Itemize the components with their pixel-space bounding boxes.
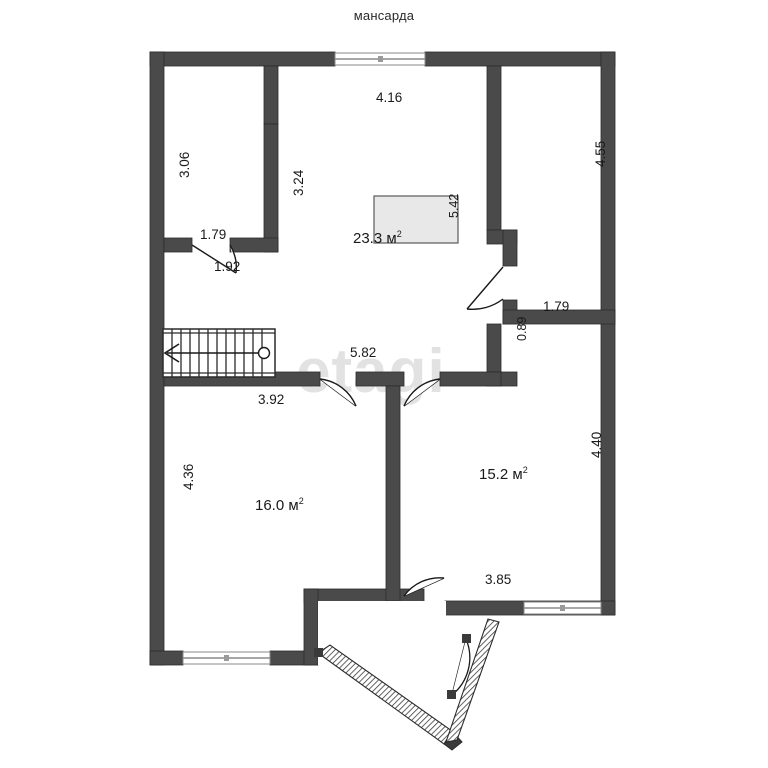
area-exponent: 2 [396, 229, 402, 239]
area-value: 16.0 [255, 497, 285, 514]
dimension-3-85: 3.85 [485, 572, 512, 587]
area-unit: м [288, 497, 299, 514]
page-title: мансарда [353, 8, 415, 23]
dimension-4-55: 4.55 [593, 140, 608, 167]
dimension-right-1-79: 1.79 [543, 299, 570, 314]
dimension-left-1-79: 1.79 [200, 227, 227, 242]
dimension-4-40: 4.40 [589, 431, 604, 458]
area-exponent: 2 [522, 465, 528, 475]
area-unit: м [512, 466, 523, 483]
area-unit: м [386, 230, 397, 247]
dimension-3-24: 3.24 [291, 169, 306, 196]
area-label-lower-left: 16.0 м2 [255, 496, 304, 514]
area-value: 15.2 [479, 466, 509, 483]
staircase [162, 328, 276, 378]
dimension-5-82: 5.82 [350, 345, 377, 360]
fixture-rectangle [373, 195, 459, 244]
stair-direction-arrow [163, 343, 265, 363]
area-value: 23.3 [353, 230, 383, 247]
balcony-terrace [314, 601, 500, 751]
doors [191, 244, 504, 597]
dimension-5-42: 5.42 [447, 193, 461, 218]
dimension-4-36: 4.36 [181, 463, 196, 490]
interior-walls [163, 65, 616, 602]
area-exponent: 2 [298, 496, 304, 506]
area-label-upper-center: 23.3 м2 [353, 229, 402, 247]
area-label-lower-right: 15.2 м2 [479, 465, 528, 483]
dimension-3-06: 3.06 [177, 151, 192, 178]
dimension-4-16: 4.16 [376, 90, 403, 105]
dimension-1-92: 1.92 [214, 259, 241, 274]
windows [182, 52, 602, 665]
dimension-0-89: 0.89 [515, 316, 529, 341]
dimension-3-92: 3.92 [258, 392, 285, 407]
